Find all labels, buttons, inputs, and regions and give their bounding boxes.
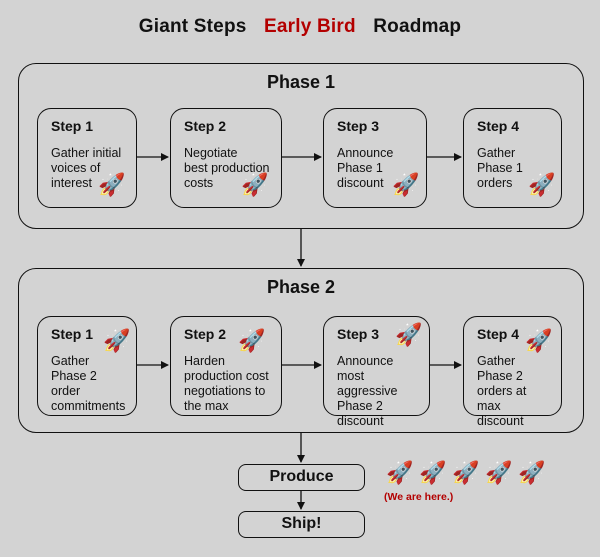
step-desc-line: Negotiate [184, 146, 238, 160]
step-desc-line: orders [477, 176, 513, 190]
step-desc-line: Phase 2 [477, 369, 523, 383]
phase-2-step-4: Step 4 Gather Phase 2 orders at max disc… [463, 316, 562, 428]
phase-1-step-4: Step 4 Gather Phase 1 orders [463, 108, 562, 208]
step-label: Step 1 [51, 326, 94, 342]
step-desc-line: Gather [477, 354, 516, 368]
rocket-icon: 🚀 [386, 461, 414, 486]
rocket-icon: 🚀 [395, 323, 423, 348]
title-part-roadmap: Roadmap [373, 16, 462, 37]
phase-1-step-1: Step 1 Gather initial voices of interest [37, 108, 137, 208]
step-label: Step 3 [337, 118, 380, 134]
step-desc-line: most aggressive [337, 369, 398, 398]
rocket-icon: 🚀 [98, 173, 126, 198]
step-desc-line: interest [51, 176, 92, 190]
rocket-icon: 🚀 [241, 173, 269, 198]
diagram-title: Giant Steps Early Bird Roadmap [0, 16, 600, 38]
phase-2-step-2: Step 2 Harden production cost negotiatio… [170, 316, 282, 416]
ship-box: Ship! [238, 511, 365, 538]
step-desc-line: orders at max [477, 384, 527, 413]
step-label: Step 4 [477, 118, 520, 134]
step-label: Step 2 [184, 326, 227, 342]
step-desc-line: Gather [477, 146, 516, 160]
phase-2-title: Phase 2 [266, 277, 336, 297]
rocket-icon: 🚀 [419, 461, 447, 486]
step-desc-line: Harden [184, 354, 225, 368]
step-desc-line: Gather [51, 354, 90, 368]
status-note: (We are here.) [384, 491, 454, 503]
step-desc-line: Phase 1 [337, 161, 383, 175]
step-desc-line: Gather initial [51, 146, 122, 160]
phase-2-step-1: Step 1 Gather Phase 2 order commitments [37, 316, 137, 416]
produce-label: Produce [269, 468, 334, 485]
step-desc-line: best production [184, 161, 270, 175]
rocket-icon: 🚀 [103, 329, 131, 354]
rocket-icon: 🚀 [485, 461, 513, 486]
step-desc-line: Announce [337, 146, 394, 160]
title-part-giant-steps: Giant Steps [138, 16, 247, 37]
produce-box: Produce [238, 464, 365, 491]
step-desc-line: Phase 1 [477, 161, 523, 175]
step-desc-line: Phase 2 [337, 399, 383, 413]
step-desc-line: Announce [337, 354, 394, 368]
step-label: Step 1 [51, 118, 94, 134]
step-desc-line: voices of [51, 161, 101, 175]
step-desc-line: production cost [184, 369, 269, 383]
step-desc-line: Phase 2 order [51, 369, 97, 398]
step-desc-line: commitments [51, 399, 126, 413]
step-label: Step 4 [477, 326, 520, 342]
phase-1-title: Phase 1 [266, 72, 336, 92]
step-desc-line: negotiations to [184, 384, 266, 398]
phase-1-step-2: Step 2 Negotiate best production costs [170, 108, 282, 208]
phase-1-step-3: Step 3 Announce Phase 1 discount [323, 108, 427, 208]
step-label: Step 3 [337, 326, 380, 342]
step-desc-line: costs [184, 176, 214, 190]
step-desc-line: the max [184, 399, 229, 413]
ship-label: Ship! [281, 515, 322, 532]
step-desc-line: discount [337, 176, 384, 190]
title-part-early-bird: Early Bird [264, 16, 356, 37]
step-desc-line: discount [337, 414, 384, 428]
rocket-icon: 🚀 [238, 329, 266, 354]
rocket-icon: 🚀 [452, 461, 480, 486]
rocket-icon: 🚀 [518, 461, 546, 486]
step-desc-line: discount [477, 414, 524, 428]
rocket-icon: 🚀 [392, 173, 420, 198]
phase-2-step-3: Step 3 Announce most aggressive Phase 2 … [323, 316, 430, 428]
rocket-icon: 🚀 [528, 173, 556, 198]
step-label: Step 2 [184, 118, 227, 134]
rocket-icon: 🚀 [525, 329, 553, 354]
